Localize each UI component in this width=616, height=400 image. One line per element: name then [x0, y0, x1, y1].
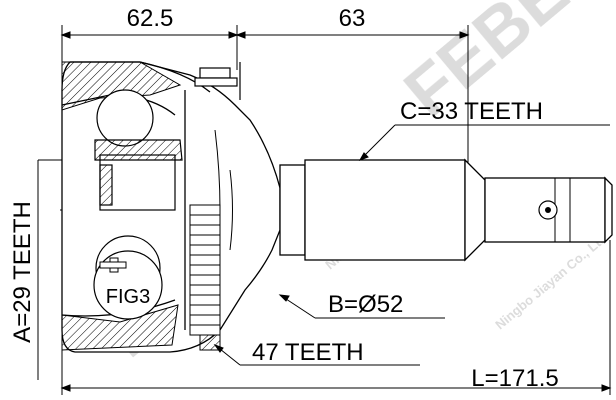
hatched-sections — [61, 61, 182, 351]
abs-flange — [194, 62, 241, 100]
fig3-callout: FIG3 — [93, 250, 163, 320]
dim-left-label: 62.5 — [127, 5, 174, 32]
top-dimensions — [60, 25, 470, 175]
abs-ring — [189, 204, 221, 351]
fig3-label: FIG3 — [106, 286, 150, 308]
overall-length-line — [60, 240, 612, 395]
shaft — [279, 158, 613, 262]
dim-right-label: 63 — [339, 5, 366, 32]
watermark-text-2: Ningbo Jiayan Co., Ltd — [492, 230, 610, 332]
diameter-b-label: B=Ø52 — [328, 291, 403, 318]
spline-a-label: A=29 TEETH — [9, 201, 36, 343]
length-label: L=171.5 — [471, 365, 558, 392]
leader-lines — [99, 124, 610, 366]
abs-ring-label: 47 TEETH — [252, 339, 364, 366]
cotter-pin-hole — [538, 200, 558, 220]
spline-c-label: C=33 TEETH — [400, 98, 543, 125]
